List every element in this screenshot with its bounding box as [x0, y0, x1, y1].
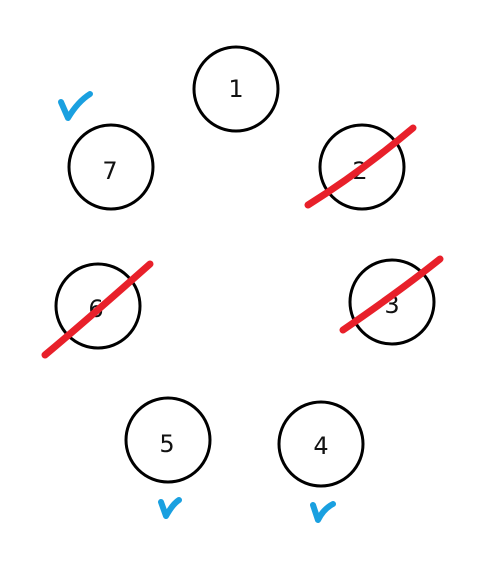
- node-5-circle: [124, 396, 212, 484]
- node-5-label: 5: [159, 430, 174, 458]
- node-3: 3: [339, 255, 444, 346]
- node-6-strike-icon: [41, 260, 154, 359]
- node-6: 6: [41, 260, 154, 359]
- node-4-check-icon: [310, 501, 336, 523]
- node-7-circle: [67, 123, 155, 211]
- node-4-circle: [277, 400, 365, 488]
- node-5: 5: [124, 396, 212, 519]
- node-1-label: 1: [228, 75, 243, 103]
- node-1-circle: [192, 45, 280, 133]
- node-4-label: 4: [313, 432, 328, 460]
- node-3-strike-icon: [339, 255, 444, 334]
- node-2: 2: [304, 123, 417, 211]
- node-7-label: 7: [102, 157, 117, 185]
- node-5-check-icon: [158, 497, 182, 519]
- node-7: 7: [58, 91, 155, 211]
- node-4: 4: [277, 400, 365, 523]
- node-1: 1: [192, 45, 280, 133]
- node-7-check-icon: [58, 91, 93, 121]
- node-2-strike-icon: [304, 124, 417, 209]
